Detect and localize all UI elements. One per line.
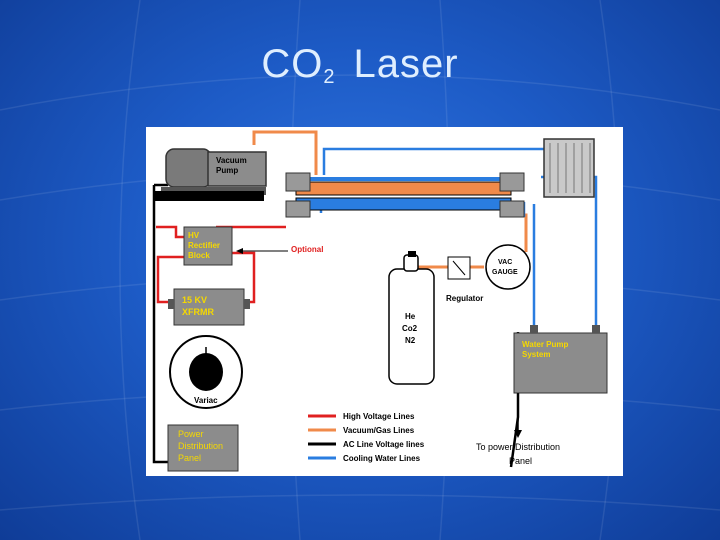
optional-label: Optional xyxy=(291,245,323,254)
power-distribution-panel xyxy=(167,424,239,472)
vacuum-gauge xyxy=(485,244,531,290)
hv-label-3: Block xyxy=(188,251,210,260)
hv-rectifier-block xyxy=(183,226,233,266)
legend-label-vacuum-gas: Vacuum/Gas Lines xyxy=(343,426,415,435)
legend-label-ac-line: AC Line Voltage lines xyxy=(343,440,425,449)
variac xyxy=(169,335,243,409)
legend-label-high-voltage: High Voltage Lines xyxy=(343,412,415,421)
laser-system-diagram: Vacuum Pump xyxy=(146,127,623,476)
regulator xyxy=(447,256,471,280)
regulator-label: Regulator xyxy=(446,294,483,303)
hv-label-1: HV xyxy=(188,231,200,240)
vac-gauge-label-1: VAC xyxy=(498,259,512,266)
legend-label-cooling-water: Cooling Water Lines xyxy=(343,454,421,463)
to-power-arrow xyxy=(514,393,522,438)
power-label-1: Power xyxy=(178,429,204,439)
legend: High Voltage Lines Vacuum/Gas Lines AC L… xyxy=(308,412,425,463)
xfrmr-label-1: 15 KV xyxy=(182,295,207,305)
optional-arrow xyxy=(236,248,288,254)
power-label-3: Panel xyxy=(178,453,201,463)
to-power-label-2: Panel xyxy=(509,456,532,466)
water-pump-system xyxy=(513,325,608,394)
water-pump-label-2: System xyxy=(522,350,550,359)
title-laser: Laser xyxy=(353,42,459,86)
gas-cylinder xyxy=(388,251,435,385)
gas-label-2: Co2 xyxy=(402,324,418,333)
power-label-2: Distribution xyxy=(178,441,223,451)
to-power-label-1: To power Distribution xyxy=(476,442,560,452)
gas-label-1: He xyxy=(405,312,416,321)
xfrmr-label-2: XFRMR xyxy=(182,307,214,317)
vacuum-pump-label-1: Vacuum xyxy=(216,156,247,165)
hv-label-2: Rectifier xyxy=(188,241,220,250)
laser-tube xyxy=(285,172,525,218)
vac-gauge-label-2: GAUGE xyxy=(492,269,518,276)
title-subscript: 2 xyxy=(323,66,336,88)
gas-label-3: N2 xyxy=(405,336,416,345)
variac-label: Variac xyxy=(194,396,218,405)
vacuum-pump-label-2: Pump xyxy=(216,166,238,175)
heat-exchanger xyxy=(543,138,595,198)
xfrmr xyxy=(168,288,250,326)
slide-title: CO2 Laser xyxy=(0,42,720,89)
water-pump-label-1: Water Pump xyxy=(522,340,568,349)
title-co: CO xyxy=(261,42,324,86)
